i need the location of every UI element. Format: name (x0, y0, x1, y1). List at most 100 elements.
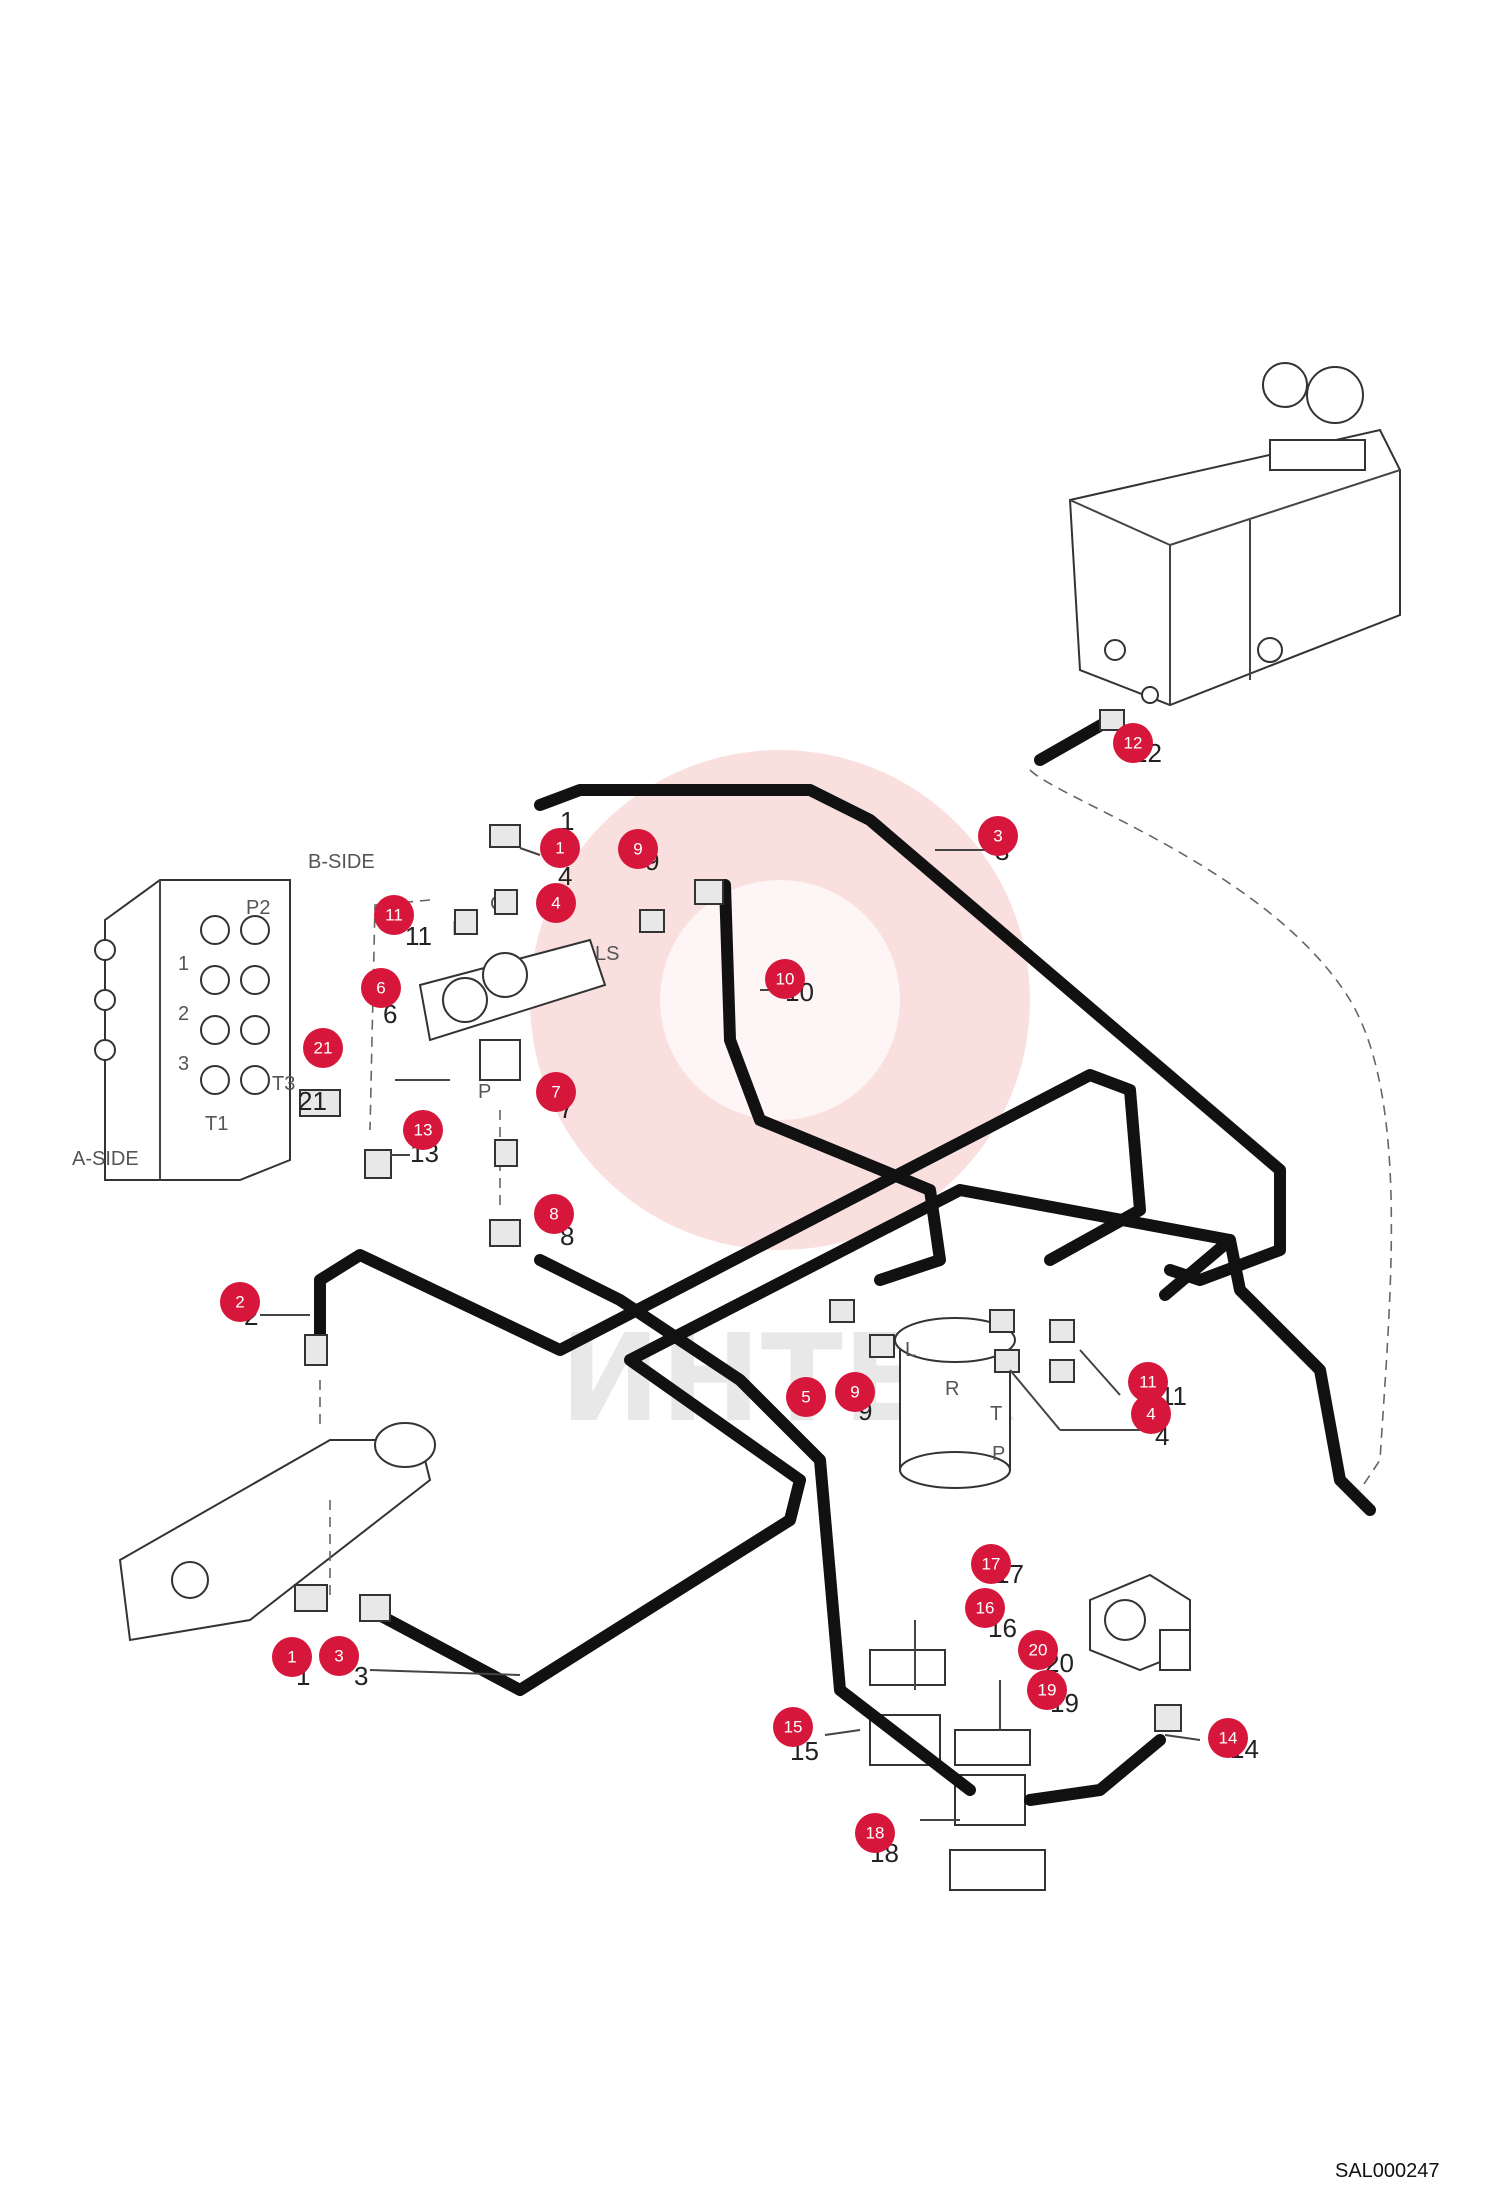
callout-badge-number: 19 (1038, 1681, 1057, 1700)
callout-badge-20[interactable]: 20 (1018, 1630, 1058, 1670)
callout-badge-19[interactable]: 19 (1027, 1670, 1067, 1710)
port-label-t: T (990, 1403, 1002, 1425)
steering-unit: R T P L (894, 1317, 1016, 1489)
callout-badge-circle (618, 829, 658, 869)
callout-badge-circle (361, 968, 401, 1008)
callout-badge-number: 6 (376, 979, 385, 998)
port-label-r: R (945, 1378, 959, 1400)
callout-badge-circle (534, 1194, 574, 1234)
callout-badge-circle (765, 959, 805, 999)
steering-cylinder (118, 1422, 436, 1642)
port-label-t3: T3 (272, 1073, 295, 1095)
hose-14 (1024, 1734, 1166, 1806)
callout-badge-circle (220, 1282, 260, 1322)
callout-badge-number: 4 (551, 894, 560, 913)
port-label-p-steering: P (992, 1443, 1005, 1465)
hydraulic-tank (1068, 362, 1401, 707)
callout-badge-14[interactable]: 14 (1208, 1718, 1248, 1758)
callout-badge-circle (1113, 723, 1153, 763)
callout-badge-number: 21 (314, 1039, 333, 1058)
callout-badge-8[interactable]: 8 (534, 1194, 574, 1234)
callout-badge-circle (540, 828, 580, 868)
hoses (314, 714, 1376, 1806)
callout-badge-number: 5 (801, 1388, 810, 1407)
callout-badge-number: 12 (1124, 734, 1143, 753)
callout-badge-number: 1 (287, 1648, 296, 1667)
callout-badge-circle (786, 1377, 826, 1417)
callout-badge-9[interactable]: 9 (618, 829, 658, 869)
callout-badge-number: 11 (1139, 1373, 1157, 1392)
valve-section-2-label: 2 (178, 1003, 189, 1025)
callout-badge-number: 20 (1029, 1641, 1048, 1660)
callout-badge-number: 7 (551, 1083, 560, 1102)
callout-badge-17[interactable]: 17 (971, 1544, 1011, 1584)
callout-badge-number: 18 (866, 1824, 885, 1843)
hose-pressure-line (534, 1254, 976, 1796)
callout-badge-circle (971, 1544, 1011, 1584)
callout-badge-number: 13 (414, 1121, 433, 1140)
callout-badge-1[interactable]: 1 (540, 828, 580, 868)
callout-badge-circle (835, 1372, 875, 1412)
callout-badge-1[interactable]: 1 (272, 1637, 312, 1677)
callout-badge-6[interactable]: 6 (361, 968, 401, 1008)
callout-badge-11[interactable]: 11 (1128, 1362, 1168, 1402)
callout-badge-13[interactable]: 13 (403, 1110, 443, 1150)
hose-10 (719, 879, 946, 1286)
valve-section-3-label: 3 (178, 1053, 189, 1075)
callout-badge-3[interactable]: 3 (978, 816, 1018, 856)
callout-badge-9[interactable]: 9 (835, 1372, 875, 1412)
callout-badge-circle (1027, 1670, 1067, 1710)
hose-3-lower (364, 1184, 1236, 1696)
callout-badge-12[interactable]: 12 (1113, 723, 1153, 763)
callout-badge-2[interactable]: 2 (220, 1282, 260, 1322)
callout-badge-10[interactable]: 10 (765, 959, 805, 999)
port-label-p-priority: P (478, 1081, 491, 1103)
hose-tank-return (1159, 1234, 1376, 1516)
callout-badge-circle (319, 1636, 359, 1676)
port-label-p2: P2 (246, 897, 270, 919)
callout-badge-number: 10 (776, 970, 795, 989)
callout-badge-number: 8 (549, 1205, 558, 1224)
callout-badge-3[interactable]: 3 (319, 1636, 359, 1676)
callout-badge-number: 3 (334, 1647, 343, 1666)
tank-return-dashed-line (1029, 769, 1393, 1491)
leader-number-4: 4 (558, 861, 572, 891)
hose-12 (1034, 714, 1116, 766)
control-valve-block: P2 1 2 3 T3 T1 A-SIDE B-SIDE (72, 851, 375, 1181)
callout-badge-number: 17 (982, 1555, 1001, 1574)
drawing-reference-code: SAL000247 (1335, 2160, 1440, 2182)
callout-badge-number: 15 (784, 1718, 803, 1737)
valve-section-1-label: 1 (178, 953, 189, 975)
leader-lines (260, 847, 1201, 1821)
callout-badge-15[interactable]: 15 (773, 1707, 813, 1747)
callout-badge-7[interactable]: 7 (536, 1072, 576, 1112)
fittings (294, 709, 1182, 1732)
callout-badge-number: 9 (633, 840, 642, 859)
callout-badge-4[interactable]: 4 (1131, 1394, 1171, 1434)
callout-badge-11[interactable]: 11 (374, 895, 414, 935)
hose-3-upper (534, 784, 1286, 1286)
callout-badge-18[interactable]: 18 (855, 1813, 895, 1853)
callout-badge-4[interactable]: 4 (536, 883, 576, 923)
callout-badge-circle (1131, 1394, 1171, 1434)
callout-badge-circle (536, 883, 576, 923)
callout-badge-16[interactable]: 16 (965, 1588, 1005, 1628)
leader-number-21: 21 (298, 1086, 327, 1116)
port-label-l: L (905, 1339, 916, 1361)
callout-badge-number: 1 (555, 839, 564, 858)
callout-badge-5[interactable]: 5 (786, 1377, 826, 1417)
callout-badge-21[interactable]: 21 (303, 1028, 343, 1068)
callout-badge-circle (855, 1813, 895, 1853)
leader-number-3: 3 (354, 1661, 368, 1691)
callout-badge-number: 4 (1146, 1405, 1155, 1424)
callout-badge-number: 16 (976, 1599, 995, 1618)
callout-badge-circle (978, 816, 1018, 856)
callout-badge-number: 9 (850, 1383, 859, 1402)
callout-badge-circle (773, 1707, 813, 1747)
callout-badge-circle (1018, 1630, 1058, 1670)
port-label-ls: LS (595, 943, 619, 965)
callout-badge-circle (272, 1637, 312, 1677)
hose-clamp-assembly (869, 1620, 1046, 1891)
